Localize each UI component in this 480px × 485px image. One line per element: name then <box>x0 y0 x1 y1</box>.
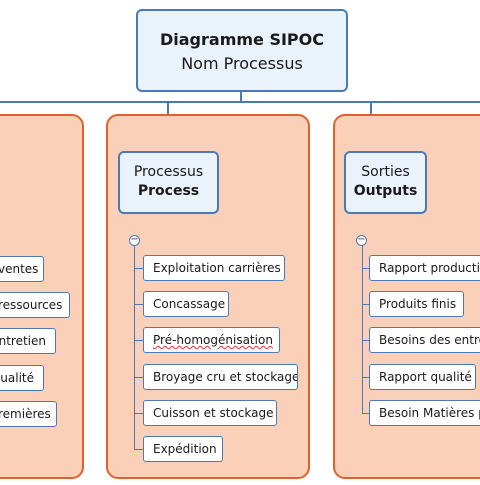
left-item[interactable]: ntretien <box>0 328 56 354</box>
root-connector <box>240 92 242 102</box>
outputs-item[interactable]: Besoin Matières premières <box>369 400 480 426</box>
left-item[interactable]: ualité <box>0 365 44 391</box>
collapse-process-icon[interactable]: − <box>129 234 140 246</box>
outputs-label-fr: Sorties <box>361 164 410 180</box>
diagram-title: Diagramme SIPOC <box>159 30 324 49</box>
process-item[interactable]: Expédition <box>143 436 223 462</box>
outputs-branch <box>362 268 370 269</box>
outputs-item[interactable]: Produits finis <box>369 291 464 317</box>
process-label-fr: Processus <box>133 164 204 180</box>
process-branch <box>134 377 143 378</box>
process-name: Nom Processus <box>181 54 303 73</box>
left-item[interactable]: remières <box>0 401 57 427</box>
process-branch <box>134 413 143 414</box>
process-item[interactable]: Broyage cru et stockage <box>143 364 298 390</box>
horizontal-connector <box>0 101 480 103</box>
outputs-tree-line <box>362 240 363 413</box>
process-item[interactable]: Concassage <box>143 291 229 317</box>
collapse-outputs-icon[interactable]: − <box>356 234 367 246</box>
process-branch <box>134 304 143 305</box>
process-label-en: Process <box>137 183 200 199</box>
process-header[interactable]: Processus Process <box>118 151 219 214</box>
outputs-branch <box>362 377 370 378</box>
process-item[interactable]: Cuisson et stockage <box>143 400 277 426</box>
process-item[interactable]: Pré-homogénisation <box>143 327 280 353</box>
process-branch <box>134 340 143 341</box>
root-node[interactable]: Diagramme SIPOC Nom Processus <box>136 9 348 92</box>
process-tree-line <box>134 240 135 450</box>
outputs-label-en: Outputs <box>353 183 418 199</box>
outputs-branch <box>362 304 370 305</box>
outputs-item[interactable]: Besoins des entretiens <box>369 327 480 353</box>
outputs-item[interactable]: Rapport qualité <box>369 364 476 390</box>
outputs-branch <box>362 413 370 414</box>
outputs-branch <box>362 340 370 341</box>
process-branch <box>134 449 143 450</box>
process-item[interactable]: Exploitation carrières <box>143 255 285 281</box>
left-item[interactable]: ressources <box>0 292 70 318</box>
process-item-text: Pré-homogénisation <box>153 333 273 347</box>
outputs-header[interactable]: Sorties Outputs <box>344 151 427 214</box>
process-branch <box>134 268 143 269</box>
outputs-item[interactable]: Rapport production <box>369 255 480 281</box>
left-item[interactable]: ventes <box>0 256 44 282</box>
